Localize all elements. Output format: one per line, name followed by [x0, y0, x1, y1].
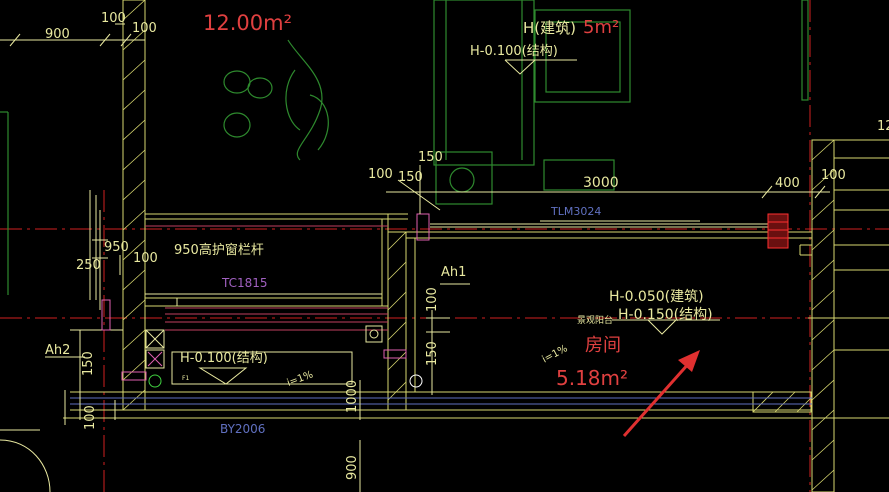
chair-b	[223, 112, 251, 138]
height-struct-top: H-0.100(结构)	[470, 44, 558, 59]
dim-12-right: 12	[877, 119, 889, 134]
pink-marker-left-lower	[121, 371, 147, 381]
side-table	[543, 159, 615, 191]
dim-100-left-mid: 100	[368, 167, 393, 182]
room-area: 5.18m²	[556, 366, 628, 390]
area-12: 12.00m²	[203, 11, 292, 35]
fixture-box-c	[365, 325, 383, 343]
chair-a	[223, 70, 251, 94]
left-detail-lines	[0, 190, 123, 492]
appliance-circle	[449, 167, 475, 193]
fixture-box-a	[145, 329, 165, 349]
chair-c	[247, 77, 273, 99]
room-name: 房间	[585, 335, 621, 356]
height-arch-top: H(建筑)	[523, 19, 576, 37]
dim-100-vert: 100	[425, 287, 440, 312]
wall-right-lower-block	[752, 391, 812, 413]
dim-100-bottom: 100	[83, 405, 98, 430]
height-struct-left: H-0.100(结构)	[180, 351, 268, 366]
dim-250: 250	[76, 258, 101, 273]
dim-150-left: 150	[81, 351, 96, 376]
wall-left-column	[122, 0, 146, 411]
dim-900-bottom: 900	[345, 455, 360, 480]
area-partial-top: 5m²	[583, 17, 619, 38]
dimension-lines	[0, 23, 830, 492]
wall-right-column	[811, 139, 835, 492]
label-by2006: BY2006	[220, 422, 265, 436]
height-struct: H-0.150(结构)	[618, 307, 713, 323]
door-tlm-lines	[430, 220, 770, 228]
dim-3000: 3000	[583, 175, 619, 191]
label-ah2: Ah2	[45, 343, 70, 358]
label-balcony: 景观阳台	[577, 314, 613, 326]
rail-lines	[145, 293, 382, 306]
dim-100-top-b: 100	[132, 21, 157, 36]
window-lines	[145, 225, 388, 331]
dim-900-top: 900	[45, 27, 70, 42]
sofa-outline	[433, 0, 535, 166]
height-arch: H-0.050(建筑)	[609, 289, 704, 305]
label-ah1: Ah1	[441, 265, 466, 280]
slope-left: i=1%	[286, 369, 315, 389]
height-markers	[45, 59, 720, 358]
by-beam-lines	[70, 397, 812, 405]
red-marker-right	[767, 213, 789, 249]
dim-100-top-a: 100	[101, 11, 126, 26]
wall-mid-column	[387, 231, 407, 411]
dim-950: 950	[104, 240, 129, 255]
walls	[63, 0, 889, 492]
appliance-box	[435, 151, 493, 205]
dim-150-vert: 150	[425, 341, 440, 366]
wall-hatching	[122, 0, 835, 491]
text-labels: 900 100 100 12.00m² H(建筑) 5m² H-0.100(结构…	[45, 11, 889, 480]
pink-marker-left	[101, 299, 111, 331]
drain-white	[409, 374, 423, 388]
dim-1000-vert: 1000	[345, 380, 360, 413]
dim-400: 400	[775, 176, 800, 191]
dim-150-top: 150	[418, 150, 443, 165]
label-tlm3024: TLM3024	[550, 205, 601, 218]
drain-green	[148, 374, 162, 388]
pink-marker-mid	[383, 349, 407, 359]
dim-150-mid: 150	[398, 170, 423, 185]
slope-frames	[171, 351, 353, 385]
armchair-outline	[534, 9, 631, 103]
pink-marker-top	[416, 213, 430, 241]
label-rail: 950高护窗栏杆	[174, 242, 264, 258]
dim-100-right: 100	[821, 168, 846, 183]
fixtures	[101, 213, 789, 388]
dim-100-side: 100	[133, 251, 158, 266]
label-f1: F1	[182, 375, 189, 382]
label-tc1815: TC1815	[221, 276, 268, 290]
fixture-box-b	[145, 349, 165, 369]
annotation-arrow	[622, 350, 700, 437]
slope-balcony: i=1%	[540, 343, 569, 365]
plant-leaves	[285, 39, 329, 161]
top-room-furniture	[0, 0, 809, 295]
